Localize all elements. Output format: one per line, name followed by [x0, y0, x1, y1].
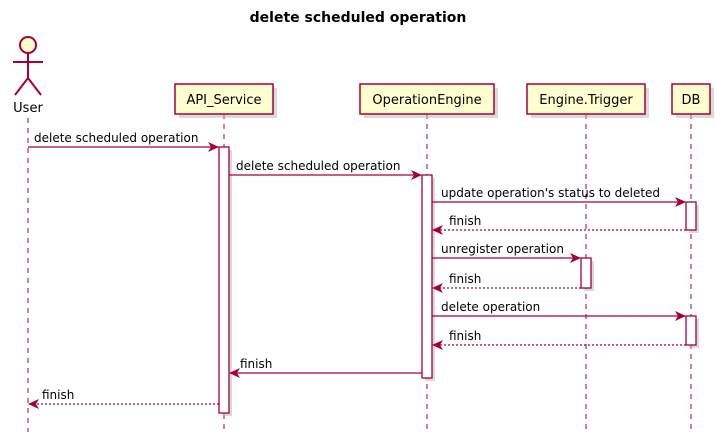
activation-trig [580, 257, 594, 291]
activation-bar [685, 201, 697, 231]
message-7: delete operation [432, 300, 686, 321]
activation-db [685, 201, 699, 233]
message-label: finish [449, 329, 481, 343]
message-label: finish [449, 272, 481, 286]
message-9: finish [229, 357, 422, 378]
activation-bar [580, 257, 592, 289]
message-arrowhead [432, 340, 443, 350]
message-4: finish [432, 214, 686, 235]
message-arrowhead [675, 311, 686, 321]
participant-api: API_Service [174, 83, 277, 118]
message-3: update operation's status to deleted [432, 186, 686, 207]
participant-box [526, 83, 646, 115]
participant-box [359, 83, 495, 115]
activation-api [218, 146, 232, 416]
actor-leg-right-icon [27, 77, 42, 96]
actor-leg-left-icon [14, 77, 29, 96]
message-group: delete scheduled operation delete schedul… [28, 131, 686, 409]
activation-bar [421, 174, 433, 379]
activation-group [218, 146, 699, 416]
message-10: finish [28, 388, 219, 409]
participant-label-api: API_Service [186, 93, 261, 108]
page-title: delete scheduled operation [250, 10, 467, 26]
message-label: finish [240, 357, 272, 371]
message-arrowhead [28, 399, 39, 409]
message-label: unregister operation [441, 242, 564, 256]
participant-trig: Engine.Trigger [526, 83, 649, 118]
activation-db [685, 315, 699, 348]
message-arrowhead [675, 197, 686, 207]
message-arrowhead [208, 142, 219, 152]
participant-label-engine: OperationEngine [372, 93, 481, 108]
participant-label-trig: Engine.Trigger [539, 93, 633, 108]
message-8: finish [432, 329, 686, 350]
message-label: delete operation [441, 300, 540, 314]
message-6: finish [432, 272, 581, 293]
message-arrowhead [411, 170, 422, 180]
actor-user: User [13, 36, 43, 116]
participant-box [174, 83, 274, 115]
participant-box [671, 83, 711, 115]
activation-engine [421, 174, 435, 381]
message-5: unregister operation [432, 242, 581, 263]
participant-db: DB [671, 83, 714, 118]
message-label: finish [42, 388, 74, 402]
message-label: update operation's status to deleted [441, 186, 660, 200]
message-1: delete scheduled operation [28, 131, 219, 152]
message-label: delete scheduled operation [34, 131, 198, 145]
participant-box-group: API_Service OperationEngine Engine.Trigger… [174, 83, 714, 118]
participant-label-db: DB [682, 93, 701, 108]
actor-head-icon [19, 36, 37, 54]
message-arrowhead [432, 225, 443, 235]
participant-engine: OperationEngine [359, 83, 498, 118]
message-arrowhead [570, 253, 581, 263]
activation-bar [218, 146, 230, 414]
message-arrowhead [432, 283, 443, 293]
message-2: delete scheduled operation [229, 159, 422, 180]
message-arrowhead [229, 368, 240, 378]
message-label: delete scheduled operation [236, 159, 400, 173]
message-label: finish [449, 214, 481, 228]
actor-label-user: User [13, 101, 43, 116]
activation-bar [685, 315, 697, 346]
